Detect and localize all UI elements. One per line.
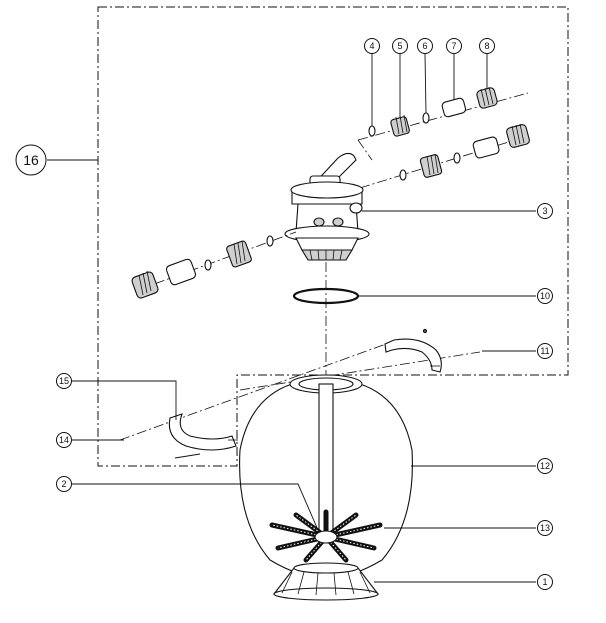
svg-text:4: 4: [369, 41, 374, 51]
callout-6: 6: [417, 38, 433, 54]
callout-4: 4: [364, 38, 380, 54]
o-ring-right: [399, 169, 407, 181]
svg-text:7: 7: [451, 41, 456, 51]
o-ring-left-1: [266, 235, 274, 247]
union-nut-left: [131, 270, 159, 299]
clamp-left-15: [119, 343, 387, 459]
svg-text:11: 11: [540, 346, 549, 356]
clamp-right-11: [239, 328, 481, 391]
svg-text:15: 15: [59, 376, 69, 386]
multiport-valve-3: [284, 152, 370, 261]
o-ring-6: [422, 112, 430, 124]
callout-7: 7: [446, 38, 462, 54]
union-thread-5: [390, 114, 410, 137]
svg-text:10: 10: [540, 291, 550, 301]
svg-text:2: 2: [61, 479, 66, 489]
laterals-13: [269, 509, 383, 563]
o-ring-right-2: [453, 152, 461, 164]
tail-piece-right: [472, 136, 500, 159]
callout-8: 8: [479, 38, 495, 54]
assembly-boundary: [97, 6, 569, 467]
upper-fitting-row: [357, 86, 529, 161]
tail-piece-7: [441, 97, 467, 118]
filter-tank-12: [239, 374, 413, 579]
callout-2: 2: [56, 476, 72, 492]
o-ring-left-2: [204, 259, 212, 271]
callout-1: 1: [537, 574, 553, 590]
callout-13: 13: [537, 520, 553, 536]
union-nut-right: [506, 123, 530, 148]
callout-5: 5: [392, 38, 408, 54]
left-fitting-row: [131, 231, 297, 299]
callout-15: 15: [56, 373, 72, 389]
union-nut-8: [476, 86, 498, 109]
lower-right-fitting-row: [359, 123, 530, 189]
lateral-hub-2: [314, 530, 338, 544]
tail-piece-left: [165, 258, 197, 286]
callout-16: 16: [15, 144, 47, 176]
callout-10: 10: [537, 288, 553, 304]
union-thread-left: [226, 240, 252, 268]
callout-12: 12: [537, 458, 553, 474]
svg-text:1: 1: [542, 577, 547, 587]
leader-lines: [47, 53, 536, 583]
svg-text:3: 3: [542, 206, 547, 216]
tank-base-1: [272, 562, 380, 601]
svg-text:5: 5: [397, 41, 402, 51]
svg-text:16: 16: [23, 152, 39, 168]
callout-11: 11: [537, 343, 553, 359]
union-thread-right: [419, 153, 443, 178]
svg-text:12: 12: [540, 461, 550, 471]
callout-14: 14: [56, 432, 72, 448]
svg-text:13: 13: [540, 523, 550, 533]
svg-text:8: 8: [484, 41, 489, 51]
callout-3: 3: [537, 203, 553, 219]
svg-text:6: 6: [422, 41, 427, 51]
o-ring-4: [368, 125, 376, 137]
svg-text:14: 14: [59, 435, 69, 445]
